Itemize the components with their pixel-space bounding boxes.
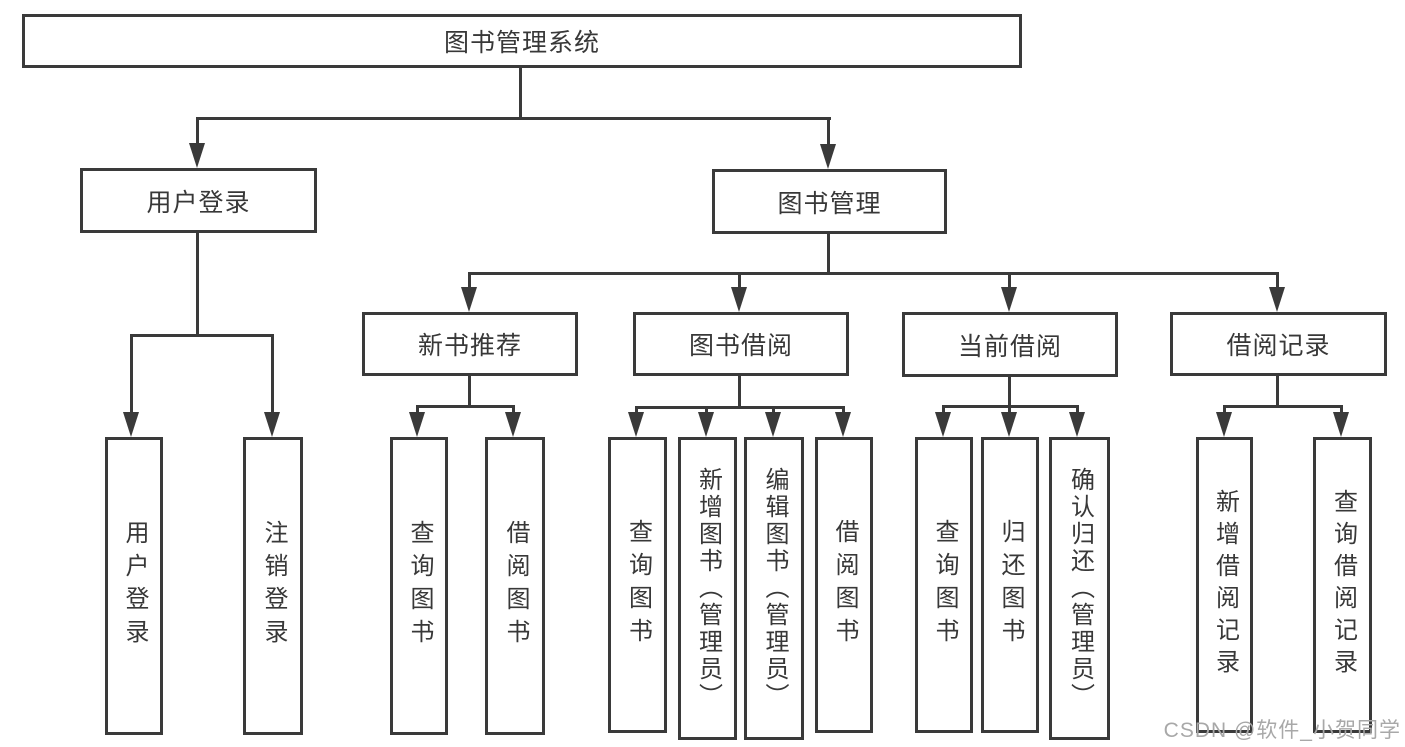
leaf-borrow-edit-admin-label: 编辑图书（管理员） xyxy=(761,467,788,710)
connector-drop-borrow-query xyxy=(635,406,638,415)
node-current-borrow: 当前借阅 xyxy=(902,312,1118,377)
arrow-user-login xyxy=(189,143,205,168)
connector-drop-leaf-logout xyxy=(271,334,274,414)
leaf-logout-label: 注销登录 xyxy=(260,520,287,652)
node-user-login: 用户登录 xyxy=(80,168,317,233)
leaf-current-query: 查询图书 xyxy=(915,437,973,733)
connector-drop-current-borrow xyxy=(1008,272,1011,290)
connector-level2-branch xyxy=(468,272,1279,275)
arrow-leaf-logout xyxy=(264,412,280,437)
connector-drop-borrow-add xyxy=(705,406,708,415)
leaf-borrow-query: 查询图书 xyxy=(608,437,667,733)
leaf-newbook-borrow-label: 借阅图书 xyxy=(502,520,529,652)
connector-borrow-record-branch xyxy=(1223,405,1342,408)
connector-root-stem xyxy=(519,68,522,118)
leaf-borrow-book-label: 借阅图书 xyxy=(831,519,858,651)
arrow-leaf-record-query xyxy=(1333,412,1349,437)
node-current-borrow-label: 当前借阅 xyxy=(957,332,1062,361)
leaf-borrow-query-label: 查询图书 xyxy=(624,519,652,651)
connector-user-login-branch xyxy=(131,334,273,337)
connector-current-borrow-stem xyxy=(1008,377,1011,408)
leaf-record-query-label: 查询借阅记录 xyxy=(1329,489,1357,681)
connector-drop-leaf-user-login xyxy=(130,334,133,414)
connector-drop-current-confirm xyxy=(1076,405,1079,415)
leaf-current-confirm-admin: 确认归还（管理员） xyxy=(1049,437,1110,740)
connector-drop-record-add xyxy=(1223,405,1226,415)
leaf-current-query-label: 查询图书 xyxy=(931,519,958,651)
leaf-logout: 注销登录 xyxy=(243,437,303,735)
leaf-record-add-label: 新增借阅记录 xyxy=(1211,489,1239,681)
node-new-book-recommend-label: 新书推荐 xyxy=(417,332,522,360)
arrow-leaf-borrow-book xyxy=(835,412,851,437)
arrow-borrow-record xyxy=(1269,287,1285,312)
arrow-leaf-current-query xyxy=(935,412,951,437)
connector-book-borrow-branch xyxy=(635,406,845,409)
arrow-leaf-record-add xyxy=(1216,412,1232,437)
node-book-management-label: 图书管理 xyxy=(777,189,882,218)
node-book-borrow-label: 图书借阅 xyxy=(688,332,793,360)
leaf-user-login: 用户登录 xyxy=(105,437,163,735)
connector-drop-borrow-edit xyxy=(772,406,775,415)
connector-user-login-stem xyxy=(196,233,199,335)
arrow-leaf-newbook-query xyxy=(409,412,425,437)
node-borrow-record: 借阅记录 xyxy=(1170,312,1387,376)
arrow-current-borrow xyxy=(1001,287,1017,312)
leaf-current-return-label: 归还图书 xyxy=(997,519,1024,651)
leaf-borrow-add-admin: 新增图书（管理员） xyxy=(678,437,737,740)
arrow-leaf-newbook-borrow xyxy=(505,412,521,437)
arrow-new-book-recommend xyxy=(461,287,477,312)
connector-drop-book-borrow xyxy=(738,272,741,290)
node-root-label: 图书管理系统 xyxy=(443,29,600,57)
connector-drop-book-management xyxy=(827,117,830,146)
arrow-leaf-borrow-query xyxy=(628,412,644,437)
connector-drop-new-book-recommend xyxy=(468,272,471,290)
arrow-leaf-borrow-edit xyxy=(765,412,781,437)
connector-drop-current-query xyxy=(942,405,945,415)
arrow-leaf-current-confirm xyxy=(1069,412,1085,437)
node-book-borrow: 图书借阅 xyxy=(633,312,849,376)
connector-book-borrow-stem xyxy=(738,376,741,409)
connector-drop-newbook-borrow xyxy=(512,405,515,415)
leaf-user-login-label: 用户登录 xyxy=(121,520,148,652)
arrow-leaf-current-return xyxy=(1001,412,1017,437)
leaf-newbook-borrow: 借阅图书 xyxy=(485,437,545,735)
leaf-record-add: 新增借阅记录 xyxy=(1196,437,1253,733)
connector-drop-current-return xyxy=(1008,405,1011,415)
leaf-borrow-book: 借阅图书 xyxy=(815,437,873,733)
arrow-leaf-borrow-add xyxy=(698,412,714,437)
connector-drop-user-login xyxy=(196,117,199,146)
leaf-newbook-query: 查询图书 xyxy=(390,437,448,735)
arrow-leaf-user-login xyxy=(123,412,139,437)
leaf-current-return: 归还图书 xyxy=(981,437,1039,733)
node-root: 图书管理系统 xyxy=(22,14,1022,68)
node-borrow-record-label: 借阅记录 xyxy=(1226,332,1331,360)
node-user-login-label: 用户登录 xyxy=(146,188,251,217)
leaf-borrow-edit-admin: 编辑图书（管理员） xyxy=(744,437,804,740)
connector-drop-borrow-record xyxy=(1276,272,1279,290)
connector-new-book-stem xyxy=(468,376,471,408)
leaf-borrow-add-admin-label: 新增图书（管理员） xyxy=(694,467,722,710)
arrow-book-borrow xyxy=(731,287,747,312)
leaf-newbook-query-label: 查询图书 xyxy=(406,520,433,652)
arrow-book-management xyxy=(820,144,836,169)
leaf-current-confirm-admin-label: 确认归还（管理员） xyxy=(1066,467,1094,710)
connector-drop-record-query xyxy=(1340,405,1343,415)
connector-drop-borrow-book xyxy=(842,406,845,415)
csdn-watermark: CSDN @软件_小贺同学 xyxy=(1163,719,1401,742)
leaf-record-query: 查询借阅记录 xyxy=(1313,437,1372,733)
connector-new-book-branch xyxy=(417,405,515,408)
connector-book-management-stem xyxy=(827,234,830,274)
connector-level1-branch xyxy=(197,117,831,120)
node-book-management: 图书管理 xyxy=(712,169,947,234)
connector-borrow-record-stem xyxy=(1276,376,1279,408)
node-new-book-recommend: 新书推荐 xyxy=(362,312,578,376)
connector-drop-newbook-query xyxy=(416,405,419,415)
